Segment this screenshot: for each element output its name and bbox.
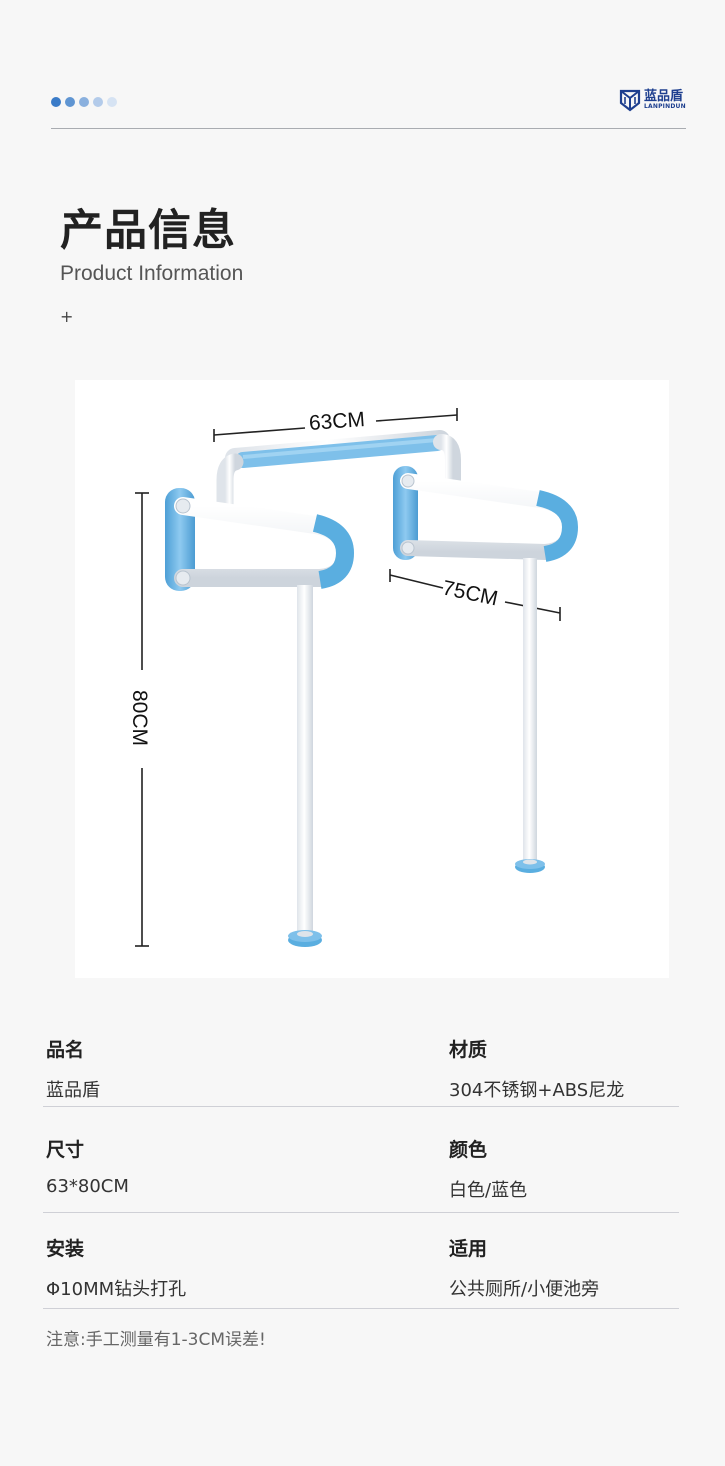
dot-1 xyxy=(51,97,61,107)
spec-label: 安装 xyxy=(46,1238,85,1260)
spec-value: 蓝品盾 xyxy=(46,1080,100,1101)
row-divider xyxy=(43,1212,679,1213)
dot-3 xyxy=(79,97,89,107)
shield-logo-icon xyxy=(619,89,641,112)
section-title: 产品信息 xyxy=(60,206,236,256)
row-divider xyxy=(43,1106,679,1107)
spec-label: 品名 xyxy=(46,1039,85,1061)
product-image: 63CM 75CM 80CM xyxy=(75,380,669,978)
spec-label: 尺寸 xyxy=(46,1139,85,1161)
dot-5 xyxy=(107,97,117,107)
spec-label: 材质 xyxy=(449,1039,488,1061)
row-divider xyxy=(43,1308,679,1309)
brand-logo: 蓝品盾 LANPINDUN xyxy=(619,88,686,112)
measurement-note: 注意:手工测量有1-3CM误差! xyxy=(46,1330,266,1350)
spec-label: 适用 xyxy=(449,1238,488,1260)
logo-name-cn: 蓝品盾 xyxy=(644,89,684,104)
spec-value: 白色/蓝色 xyxy=(449,1180,528,1201)
logo-name-en: LANPINDUN xyxy=(644,103,686,110)
spec-value: 63*80CM xyxy=(46,1176,129,1197)
spec-item-color: 颜色 白色/蓝色 xyxy=(449,1135,527,1202)
pagination-dots xyxy=(51,97,117,107)
spec-item-installation: 安装 Φ10MM钻头打孔 xyxy=(46,1234,186,1301)
spec-item-name: 品名 蓝品盾 xyxy=(46,1035,100,1102)
plus-mark: + xyxy=(60,307,74,326)
dot-4 xyxy=(93,97,103,107)
dot-2 xyxy=(65,97,75,107)
spec-value: Φ10MM钻头打孔 xyxy=(46,1279,187,1300)
spec-item-size: 尺寸 63*80CM xyxy=(46,1135,129,1197)
header-divider xyxy=(51,128,686,129)
spec-item-application: 适用 公共厕所/小便池旁 xyxy=(449,1234,599,1301)
grab-bar-illustration xyxy=(135,408,579,947)
spec-label: 颜色 xyxy=(449,1139,488,1161)
dimension-height-label: 80CM xyxy=(128,689,152,747)
spec-value: 公共厕所/小便池旁 xyxy=(449,1279,600,1300)
section-subtitle: Product Information xyxy=(60,262,244,285)
spec-value: 304不锈钢+ABS尼龙 xyxy=(449,1080,625,1101)
spec-item-material: 材质 304不锈钢+ABS尼龙 xyxy=(449,1035,624,1102)
dimension-width-label: 63CM xyxy=(308,408,366,435)
